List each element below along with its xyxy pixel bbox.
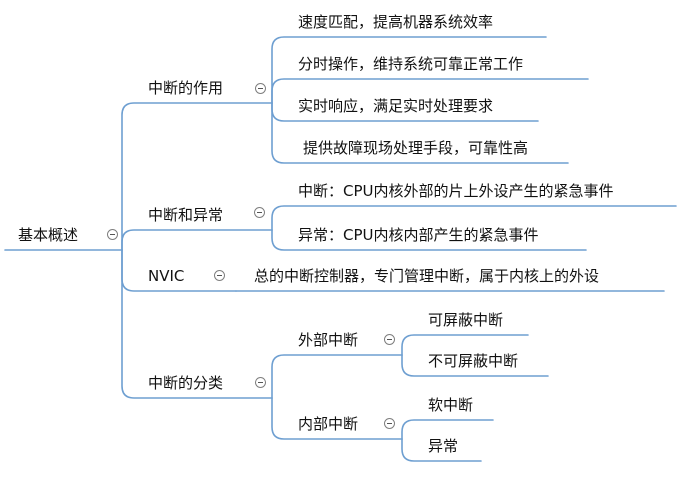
connector-line: [271, 397, 403, 440]
leaf-label: 总的中断控制器，专门管理中断，属于内核上的外设: [254, 267, 600, 285]
connector-line: [271, 229, 587, 251]
connector-line: [271, 354, 403, 399]
branch-label-interrupt-purpose: 中断的作用: [148, 79, 224, 97]
collapse-circle-icon[interactable]: [254, 207, 265, 218]
connector-line: [401, 419, 494, 440]
collapse-circle-icon[interactable]: [384, 334, 395, 345]
sub-branch-label-external-interrupt: 外部中断: [298, 331, 359, 349]
collapse-circle-icon[interactable]: [255, 377, 266, 388]
leaf-label: 软中断: [428, 396, 474, 414]
leaf-label: 分时操作，维持系统可靠正常工作: [298, 55, 524, 73]
collapse-circle-icon[interactable]: [214, 270, 225, 281]
collapse-circle-icon[interactable]: [384, 418, 395, 429]
leaf-label: 中断：CPU内核外部的片上外设产生的紧急事件: [298, 182, 614, 200]
sub-branch-label-internal-interrupt: 内部中断: [298, 415, 359, 433]
collapse-circle-icon[interactable]: [255, 83, 266, 94]
connector-line: [271, 78, 589, 104]
leaf-label: 可屏蔽中断: [428, 311, 504, 329]
branch-label-interrupt-classification: 中断的分类: [148, 374, 224, 392]
connector-line: [401, 334, 529, 356]
leaf-label: 异常：CPU内核内部产生的紧急事件: [298, 226, 539, 244]
connector-line: [271, 102, 569, 164]
leaf-label: 异常: [428, 437, 459, 455]
leaf-label: 速度匹配，提高机器系统效率: [298, 13, 494, 31]
connector-line: [121, 102, 273, 251]
branch-label-nvic: NVIC: [148, 267, 185, 285]
root-node-label: 基本概述: [18, 226, 79, 244]
connector-line: [401, 354, 549, 377]
leaf-label: 不可屏蔽中断: [428, 352, 519, 370]
leaf-label: 提供故障现场处理手段，可靠性高: [303, 139, 529, 157]
connector-line: [121, 229, 273, 251]
branch-label-interrupt-and-exception: 中断和异常: [148, 206, 224, 224]
connector-line: [271, 205, 677, 231]
leaf-label: 实时响应，满足实时处理要求: [298, 97, 494, 115]
connector-line: [401, 438, 482, 462]
connector-line: [121, 249, 273, 399]
collapse-circle-icon[interactable]: [107, 229, 118, 240]
connector-line: [271, 36, 547, 104]
